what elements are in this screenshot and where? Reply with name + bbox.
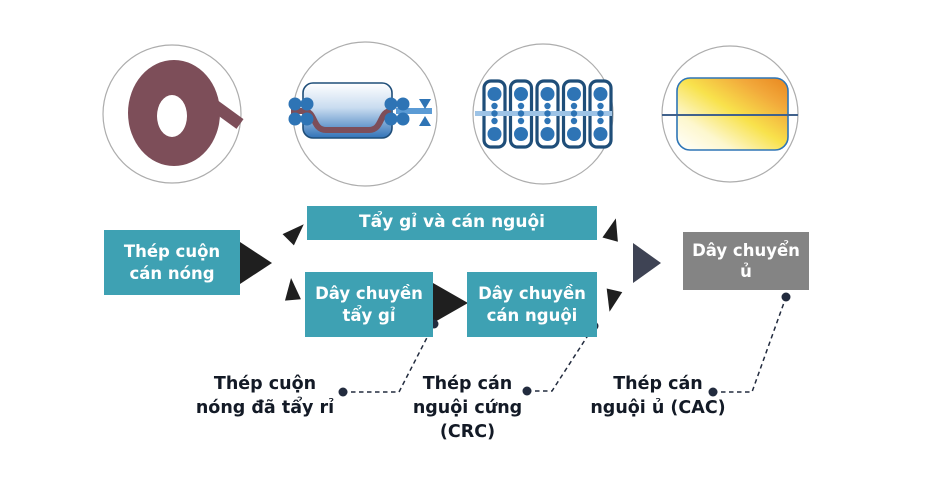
callout-dot <box>781 292 791 302</box>
mill-rolls <box>487 87 608 141</box>
callout-lines <box>343 296 787 393</box>
callout-line <box>343 323 435 393</box>
branch-arrow-up-icon <box>282 224 304 246</box>
merge-arrow-up-icon <box>602 218 618 242</box>
annealing-furnace-icon <box>661 45 799 183</box>
steel-coil-icon <box>102 44 244 184</box>
pickling-line-box: Dây chuyền tẩy gỉ <box>305 272 433 337</box>
pickled-hot-coil-label: Thép cuộn nóng đã tẩy rỉ <box>195 374 335 419</box>
callout-dot <box>522 386 532 396</box>
pinch-rolls <box>288 97 410 126</box>
valve-icon <box>419 99 431 126</box>
callout-line <box>713 296 787 393</box>
cold-rolling-mill-icon <box>472 43 614 185</box>
callout-line <box>527 325 595 392</box>
branch-arrow-down-icon <box>284 278 301 301</box>
flow-arrows <box>240 218 661 323</box>
pickling-tank-icon <box>288 41 438 187</box>
cac-label: Thép cán nguội ủ (CAC) <box>590 374 726 419</box>
big-arrow-2-icon <box>433 283 468 323</box>
big-arrow-icon <box>240 242 272 284</box>
merge-arrow-icon <box>633 243 661 283</box>
strip-line <box>475 111 612 116</box>
annealing-line-box: Dây chuyển ủ <box>683 232 809 290</box>
hot-rolled-coil-box: Thép cuộn cán nóng <box>104 230 240 295</box>
callout-dot <box>708 387 718 397</box>
callout-dot <box>338 387 348 397</box>
pickling-and-cold-rolling-box: Tẩy gỉ và cán nguội <box>307 206 597 240</box>
crc-label: Thép cán nguội cứng (CRC) <box>412 374 523 443</box>
merge-arrow-down-icon <box>606 288 623 312</box>
cold-rolling-line-box: Dây chuyền cán nguội <box>467 272 597 337</box>
